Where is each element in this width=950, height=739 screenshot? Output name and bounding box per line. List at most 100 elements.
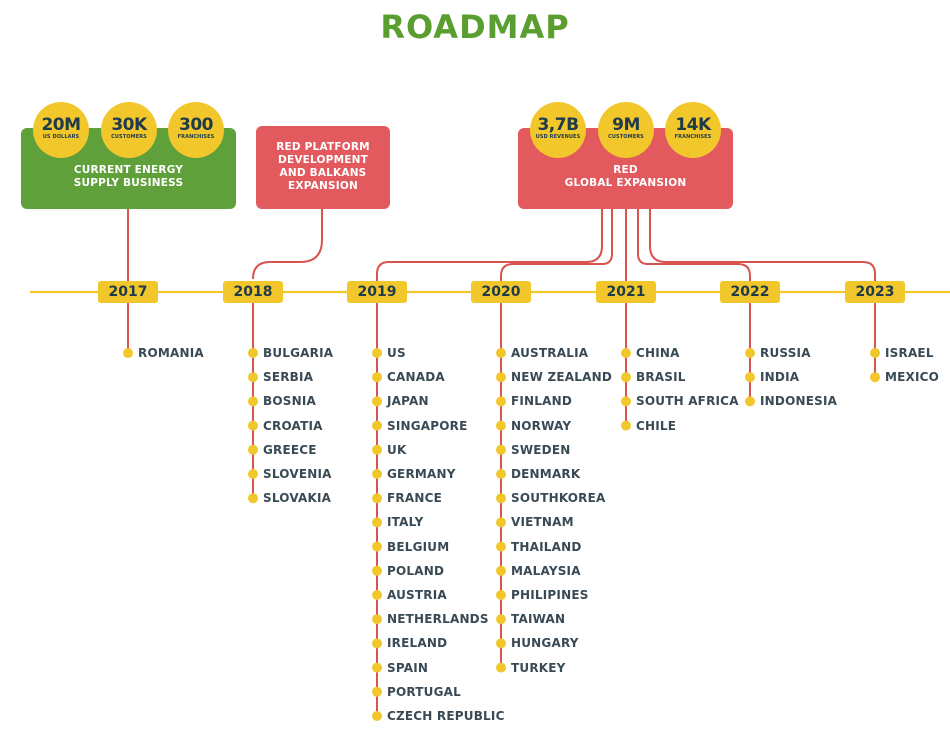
stat-value: 20M	[41, 115, 81, 135]
country-dot	[745, 372, 755, 383]
year-badge-2018: 2018	[223, 281, 283, 303]
stat-circle-franchises-global: 14K FRANCHISES	[665, 102, 721, 158]
country-dot	[621, 396, 631, 407]
country-dot	[372, 493, 382, 504]
country-dot	[248, 372, 258, 383]
country-dot	[496, 614, 506, 625]
country-dot	[248, 396, 258, 407]
country-dot	[248, 444, 258, 455]
stat-value: 30K	[111, 115, 147, 135]
country-dot	[621, 420, 631, 431]
stat-value: 14K	[675, 115, 711, 135]
country-dot	[745, 396, 755, 407]
country-label: ROMANIA	[138, 346, 204, 360]
stat-unit: US DOLLARS	[42, 134, 80, 140]
country-label: CHILE	[636, 418, 677, 433]
country-dot	[372, 565, 382, 576]
global-box-line-1: RED	[613, 164, 638, 176]
country-label: NETHERLANDS	[387, 612, 489, 627]
country-dot	[123, 348, 133, 358]
country-label: IRELAND	[387, 636, 448, 651]
country-label: INDIA	[760, 370, 800, 385]
stat-circle-customers: 30K CUSTOMERS	[101, 102, 157, 158]
country-label: BULGARIA	[263, 346, 334, 360]
country-label: SERBIA	[263, 370, 314, 385]
country-label: SOUTH AFRICA	[636, 394, 739, 409]
country-label: CROATIA	[263, 418, 323, 433]
country-label: TAIWAN	[511, 612, 566, 627]
country-dot	[372, 711, 382, 721]
stat-value: 9M	[612, 115, 640, 135]
country-label: ITALY	[387, 515, 424, 530]
country-label: CANADA	[387, 370, 445, 385]
stat-circle-customers-global: 9M CUSTOMERS	[598, 102, 654, 158]
country-dot	[372, 444, 382, 455]
stat-unit: CUSTOMERS	[111, 134, 147, 140]
connector-global-to-2023	[649, 209, 876, 292]
country-dot	[496, 420, 506, 431]
country-label: BRASIL	[636, 370, 686, 385]
platform-development-box: RED PLATFORM DEVELOPMENT AND BALKANS EXP…	[256, 126, 390, 209]
country-dot	[372, 396, 382, 407]
country-dot	[496, 517, 506, 528]
year-badge-2023: 2023	[845, 281, 905, 303]
country-dot	[870, 348, 880, 358]
country-dot	[248, 348, 258, 358]
stat-unit: USD REVENUES	[535, 134, 581, 140]
connector-global-to-2019	[376, 209, 603, 292]
platform-box-line-1: RED PLATFORM	[276, 141, 370, 153]
connector-global-to-2020	[500, 209, 613, 292]
country-label: SWEDEN	[511, 442, 571, 457]
country-label: PHILIPINES	[511, 588, 589, 602]
stat-unit: CUSTOMERS	[608, 134, 644, 140]
stat-unit: FRANCHISES	[177, 134, 215, 140]
country-dot	[248, 493, 258, 504]
stat-circle-revenues: 3,7B USD REVENUES	[530, 102, 586, 158]
country-dot	[621, 348, 631, 358]
country-label: AUSTRIA	[387, 588, 447, 602]
country-label: ISRAEL	[885, 346, 934, 360]
country-label: NORWAY	[511, 418, 572, 433]
country-label: AUSTRALIA	[511, 346, 589, 360]
country-label: MEXICO	[885, 370, 940, 385]
country-label: SLOVENIA	[263, 467, 332, 481]
current-box-line-1: CURRENT ENERGY	[73, 164, 184, 176]
current-box-line-2: SUPPLY BUSINESS	[73, 177, 184, 189]
connector-platform-to-2018	[252, 209, 323, 280]
country-dot	[745, 348, 755, 358]
country-label: BOSNIA	[263, 394, 316, 409]
year-badge-2020: 2020	[471, 281, 531, 303]
country-dot	[496, 662, 506, 673]
global-box-line-2: GLOBAL EXPANSION	[564, 177, 687, 189]
country-label: SOUTHKOREA	[511, 491, 606, 506]
country-label: NEW ZEALAND	[511, 370, 612, 385]
page-title: ROADMAP	[380, 8, 570, 46]
year-badge-2021: 2021	[596, 281, 656, 303]
country-label: TURKEY	[511, 660, 566, 675]
country-label: THAILAND	[511, 539, 582, 554]
country-label: JAPAN	[387, 394, 429, 409]
country-label: RUSSIA	[760, 346, 811, 360]
country-dot	[372, 348, 382, 358]
country-dot	[496, 348, 506, 358]
stat-unit: FRANCHISES	[674, 134, 712, 140]
platform-box-line-3: AND BALKANS	[279, 167, 367, 179]
country-dot	[372, 469, 382, 479]
country-dot	[372, 662, 382, 673]
country-label: CHINA	[636, 346, 680, 360]
stat-value: 3,7B	[537, 115, 579, 135]
stat-circle-franchises: 300 FRANCHISES	[168, 102, 224, 158]
country-label: BELGIUM	[387, 539, 450, 554]
country-dot	[496, 541, 506, 552]
country-dot	[248, 420, 258, 431]
country-dot	[372, 590, 382, 600]
country-dot	[621, 372, 631, 383]
country-label: SINGAPORE	[387, 418, 468, 433]
country-dot	[496, 590, 506, 600]
year-badge-2022: 2022	[720, 281, 780, 303]
country-label: DENMARK	[511, 467, 581, 481]
country-label: MALAYSIA	[511, 563, 581, 578]
country-dot	[496, 493, 506, 504]
country-dot	[870, 372, 880, 383]
